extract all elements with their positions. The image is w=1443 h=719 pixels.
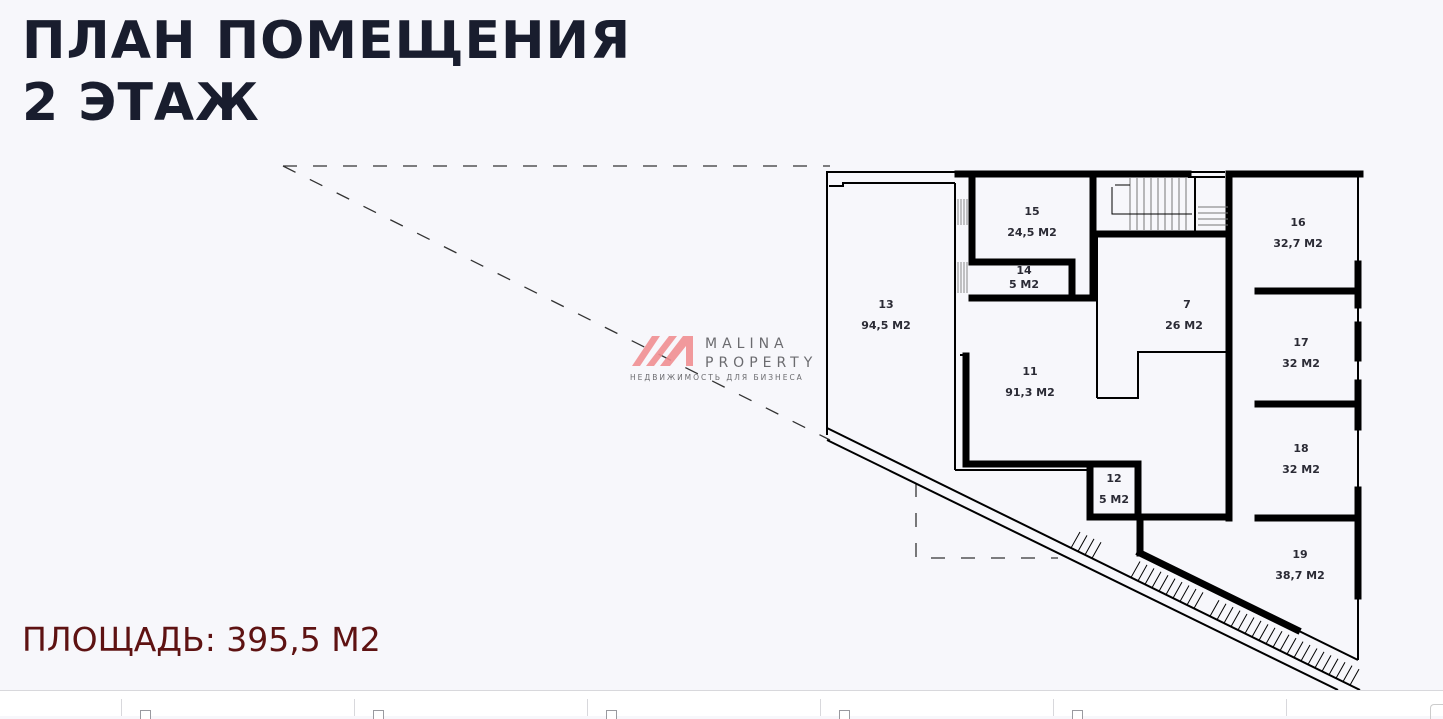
hatch-line [1230, 610, 1241, 627]
hatch-line [1077, 535, 1088, 552]
hatch-line [1342, 665, 1353, 682]
room-17-area: 32 М2 [1282, 357, 1320, 370]
hatch-line [1293, 641, 1304, 658]
thumbnail-separator [1053, 699, 1054, 716]
room-18-area: 32 М2 [1282, 463, 1320, 476]
hatch-line [1265, 627, 1276, 645]
thick-walls [954, 170, 1364, 635]
hatch-line [1084, 538, 1095, 556]
room-16-area: 32,7 М2 [1273, 237, 1323, 250]
room-17-number: 17 [1293, 336, 1308, 349]
thumbnail-separator [820, 699, 821, 716]
room-11-area: 91,3 М2 [1005, 386, 1055, 399]
room-19-number: 19 [1292, 548, 1307, 561]
thumbnail-separator [587, 699, 588, 716]
hatch-line [1130, 561, 1141, 578]
hatch-line [1144, 568, 1155, 585]
title-line-2: 2 ЭТАЖ [22, 73, 260, 133]
room-12-number: 12 [1106, 472, 1121, 485]
room-11-number: 11 [1022, 365, 1037, 378]
dashed-projection-lines [282, 165, 1058, 559]
hatch-line [1244, 617, 1255, 634]
hatch-line [1258, 624, 1269, 641]
room-labels: 15 24,5 М2 14 5 М2 13 94,5 М2 7 26 М2 11… [861, 205, 1325, 582]
hatch-line [1223, 606, 1234, 624]
scroll-handle[interactable] [1430, 704, 1443, 719]
room-7-area: 26 М2 [1165, 319, 1203, 332]
thumbnail-separator [354, 699, 355, 716]
page-title: ПЛАН ПОМЕЩЕНИЯ 2 ЭТАЖ [22, 10, 631, 134]
room-14-number: 14 [1016, 264, 1032, 277]
logo-name-line-1: MALINA [705, 336, 789, 352]
logo-mark-icon-2 [646, 336, 677, 366]
hatch-line [1349, 668, 1360, 686]
hatch-line [1237, 613, 1248, 631]
watermark-logo: MALINA PROPERTY НЕДВИЖИМОСТЬ ДЛЯ БИЗНЕСА [630, 336, 817, 382]
staircase [1111, 177, 1228, 232]
room-15-number: 15 [1024, 205, 1039, 218]
hatch-line [1165, 578, 1176, 595]
thumbnail-strip[interactable] [0, 690, 1443, 719]
hatch-line [1091, 542, 1102, 559]
room-15-area: 24,5 М2 [1007, 226, 1057, 239]
room-13-area: 94,5 М2 [861, 319, 911, 332]
hatch-line [1070, 531, 1081, 549]
corridor-steps [957, 199, 968, 293]
hatch-line [1216, 603, 1227, 620]
facade-hatching [1070, 531, 1360, 686]
room-16-number: 16 [1290, 216, 1306, 229]
logo-mark-icon-3 [660, 336, 693, 366]
floor-plan: 15 24,5 М2 14 5 М2 13 94,5 М2 7 26 М2 11… [282, 165, 1364, 690]
hatch-line [1186, 588, 1197, 606]
outer-thin-walls [826, 171, 1361, 690]
hatch-line [1179, 585, 1190, 602]
hatch-line [1286, 637, 1297, 655]
hatch-line [1193, 592, 1204, 609]
hatch-line [1321, 655, 1332, 672]
room-19-area: 38,7 М2 [1275, 569, 1325, 582]
title-line-1: ПЛАН ПОМЕЩЕНИЯ [22, 11, 632, 71]
logo-name-line-2: PROPERTY [705, 355, 817, 371]
room-18-number: 18 [1293, 442, 1308, 455]
hatch-line [1172, 581, 1183, 599]
room-7-number: 7 [1183, 298, 1191, 311]
hatch-line [1314, 651, 1325, 669]
logo-mark-icon [632, 336, 660, 366]
hatch-line [1209, 600, 1220, 617]
hatch-line [1151, 571, 1162, 589]
thumbnail-separator [121, 699, 122, 716]
hatch-line [1307, 648, 1318, 665]
hatch-line [1158, 574, 1169, 592]
hatch-line [1272, 631, 1283, 648]
room-12-area: 5 М2 [1099, 493, 1129, 506]
logo-tagline: НЕДВИЖИМОСТЬ ДЛЯ БИЗНЕСА [630, 373, 804, 382]
hatch-line [1137, 564, 1148, 582]
hatch-line [1251, 620, 1262, 638]
thumbnail-separator [1286, 699, 1287, 716]
hatch-line [1300, 644, 1311, 662]
hatch-line [1328, 658, 1339, 676]
room-14-area: 5 М2 [1009, 278, 1039, 291]
hatch-line [1279, 634, 1290, 651]
room-13-number: 13 [878, 298, 893, 311]
hatch-line [1335, 661, 1346, 679]
total-area: ПЛОЩАДЬ: 395,5 М2 [22, 620, 381, 659]
